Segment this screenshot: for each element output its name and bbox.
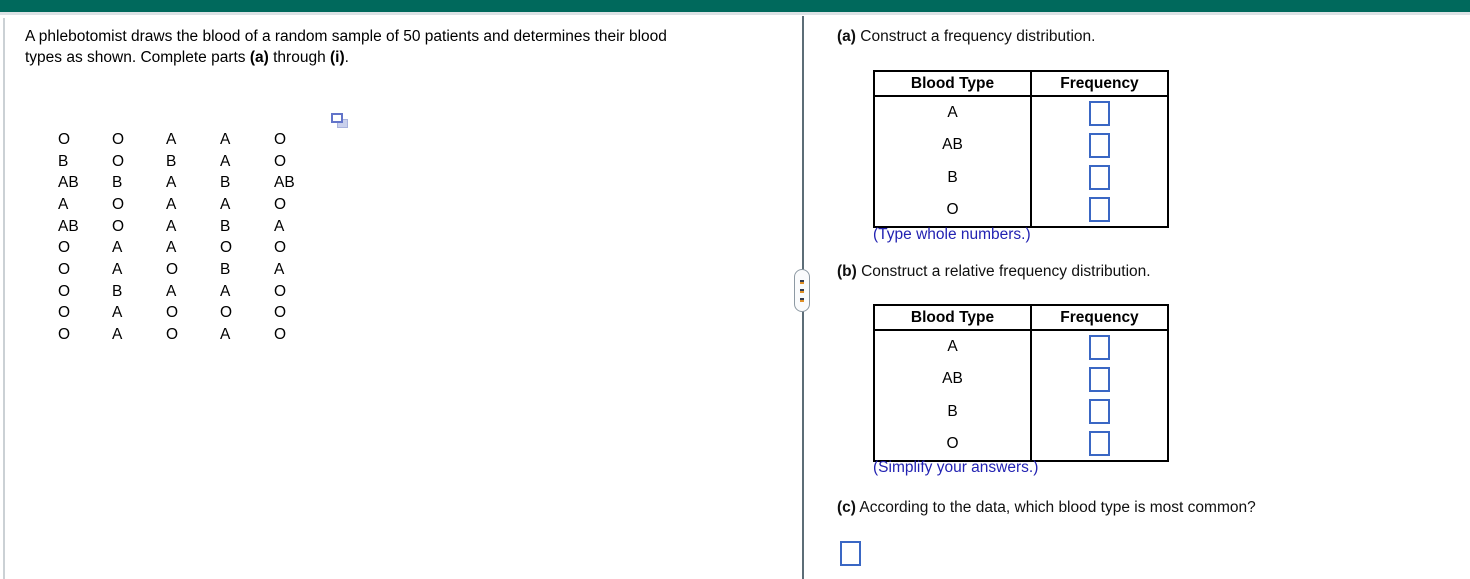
- panel-resize-handle[interactable]: [794, 269, 810, 312]
- blood-type-cell: O: [58, 326, 71, 344]
- blood-type-cell: O: [166, 260, 179, 278]
- table-a-row-label: B: [875, 161, 1032, 194]
- table-b-cell: [1032, 396, 1167, 428]
- blood-type-cell: A: [220, 326, 231, 344]
- table-b-row-label: A: [875, 331, 1032, 364]
- problem-statement: A phlebotomist draws the blood of a rand…: [25, 28, 667, 66]
- blood-type-cell: A: [112, 260, 123, 278]
- frequency-input-a-A[interactable]: [1089, 100, 1110, 126]
- top-bar: [0, 0, 1470, 15]
- blood-type-cell: O: [58, 282, 71, 300]
- part-a-prompt: (a) Construct a frequency distribution.: [837, 28, 1096, 45]
- blood-type-cell: O: [112, 130, 125, 148]
- table-b-row-label: B: [875, 395, 1032, 428]
- blood-type-cell: A: [112, 326, 123, 344]
- blood-type-cell: A: [220, 152, 231, 170]
- table-a-cell: [1032, 129, 1167, 161]
- grip-dot-icon: [800, 297, 804, 302]
- frequency-table-b: Blood Type Frequency A AB B O: [873, 304, 1169, 462]
- relative-frequency-input-b-B[interactable]: [1089, 399, 1110, 425]
- blood-type-cell: O: [58, 239, 71, 257]
- table-b-row-label: O: [875, 427, 1032, 460]
- blood-type-cell: A: [166, 195, 177, 213]
- table-b-cell: [1032, 331, 1167, 363]
- blood-type-cell: O: [220, 304, 233, 322]
- relative-frequency-input-b-A[interactable]: [1089, 334, 1110, 360]
- table-a-header-frequency: Frequency: [1032, 72, 1167, 97]
- table-a-cell: [1032, 97, 1167, 129]
- blood-type-cell: A: [112, 304, 123, 322]
- blood-type-cell: A: [220, 282, 231, 300]
- blood-type-cell: O: [274, 326, 287, 344]
- blood-type-cell: A: [166, 239, 177, 257]
- blood-type-cell: O: [58, 304, 71, 322]
- blood-type-cell: A: [166, 130, 177, 148]
- blood-type-cell: O: [166, 326, 179, 344]
- blood-type-cell: B: [58, 152, 69, 170]
- blood-type-cell: A: [166, 217, 177, 235]
- frequency-input-a-AB[interactable]: [1089, 132, 1110, 158]
- grip-dot-icon: [800, 288, 804, 293]
- table-b-header-blood-type: Blood Type: [875, 306, 1032, 331]
- blood-type-cell: A: [220, 130, 231, 148]
- blood-type-cell: O: [274, 152, 287, 170]
- part-c-prompt: (c) According to the data, which blood t…: [837, 499, 1256, 516]
- table-a-row-label: AB: [875, 129, 1032, 162]
- table-b-cell: [1032, 363, 1167, 395]
- blood-type-cell: O: [58, 260, 71, 278]
- blood-type-cell: B: [220, 174, 231, 192]
- blood-type-cell: O: [220, 239, 233, 257]
- answer-input-c[interactable]: [840, 541, 861, 566]
- blood-type-cell: A: [58, 195, 69, 213]
- relative-frequency-input-b-O[interactable]: [1089, 431, 1110, 457]
- blood-type-cell: A: [220, 195, 231, 213]
- blood-type-cell: AB: [274, 174, 295, 192]
- blood-type-cell: B: [220, 260, 231, 278]
- frequency-input-a-O[interactable]: [1089, 197, 1110, 223]
- blood-type-cell: O: [274, 130, 287, 148]
- blood-type-cell: B: [112, 282, 123, 300]
- table-a-header-blood-type: Blood Type: [875, 72, 1032, 97]
- blood-type-cell: O: [274, 282, 287, 300]
- left-border-line: [3, 18, 5, 579]
- blood-type-cell: A: [166, 282, 177, 300]
- table-a-cell: [1032, 194, 1167, 226]
- table-b-row-label: AB: [875, 363, 1032, 396]
- frequency-input-a-B[interactable]: [1089, 165, 1110, 191]
- blood-type-cell: O: [112, 195, 125, 213]
- part-a-note: (Type whole numbers.): [873, 226, 1031, 243]
- table-a-cell: [1032, 162, 1167, 194]
- blood-type-cell: O: [274, 239, 287, 257]
- blood-type-cell: B: [220, 217, 231, 235]
- part-b-note: (Simplify your answers.): [873, 459, 1039, 476]
- blood-type-cell: B: [112, 174, 123, 192]
- table-a-row-label: A: [875, 97, 1032, 130]
- blood-type-cell: O: [112, 217, 125, 235]
- blood-type-cell: O: [166, 304, 179, 322]
- blood-type-cell: O: [58, 130, 71, 148]
- copy-icon-front-rect: [331, 113, 343, 123]
- blood-type-cell: O: [112, 152, 125, 170]
- blood-type-cell: O: [274, 195, 287, 213]
- blood-type-cell: B: [166, 152, 177, 170]
- table-b-cell: [1032, 428, 1167, 460]
- blood-type-cell: AB: [58, 174, 79, 192]
- blood-type-cell: A: [112, 239, 123, 257]
- blood-type-cell: O: [274, 304, 287, 322]
- part-b-prompt: (b) Construct a relative frequency distr…: [837, 263, 1151, 280]
- grip-dot-icon: [800, 279, 804, 284]
- blood-type-cell: AB: [58, 217, 79, 235]
- part-c-answer: [840, 541, 861, 566]
- table-a-row-label: O: [875, 193, 1032, 226]
- blood-type-cell: A: [274, 217, 285, 235]
- frequency-table-a: Blood Type Frequency A AB B O: [873, 70, 1169, 228]
- table-b-header-frequency: Frequency: [1032, 306, 1167, 331]
- blood-type-cell: A: [166, 174, 177, 192]
- relative-frequency-input-b-AB[interactable]: [1089, 366, 1110, 392]
- copy-icon[interactable]: [331, 112, 348, 128]
- blood-type-cell: A: [274, 260, 285, 278]
